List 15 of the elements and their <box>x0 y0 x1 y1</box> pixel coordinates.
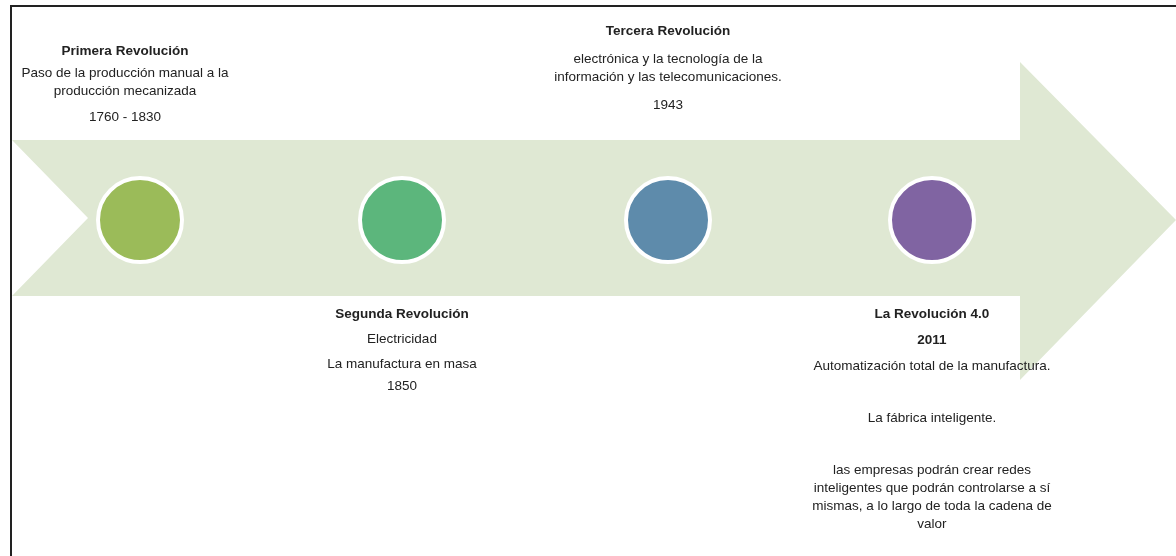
description-text: Electricidad <box>366 330 438 348</box>
milestone-heading: Tercera Revolución <box>604 22 732 40</box>
description-text: La fábrica inteligente. <box>866 409 998 427</box>
milestone-heading: Segunda Revolución <box>334 305 470 323</box>
description-text: electrónica y la tecnología de la información y las telecomunicaciones. <box>553 50 783 86</box>
date-label: 1850 <box>385 377 418 395</box>
description-text: La manufactura en masa <box>326 355 478 373</box>
milestone-heading: La Revolución 4.0 <box>873 305 991 323</box>
milestone-heading: 2011 <box>916 331 948 349</box>
milestone-heading: Primera Revolución <box>60 42 190 60</box>
description-text: las empresas podrán crear redes inteligentes que podrán controlarse a sí mismas, a lo largo de toda la cadena de valor <box>811 461 1053 533</box>
date-label: 1943 <box>651 96 684 114</box>
description-text: Paso de la producción manual a la producción mecanizada <box>20 64 230 100</box>
description-text: Automatización total de la manufactura. <box>812 357 1052 375</box>
date-label: 1760 - 1830 <box>87 108 163 126</box>
